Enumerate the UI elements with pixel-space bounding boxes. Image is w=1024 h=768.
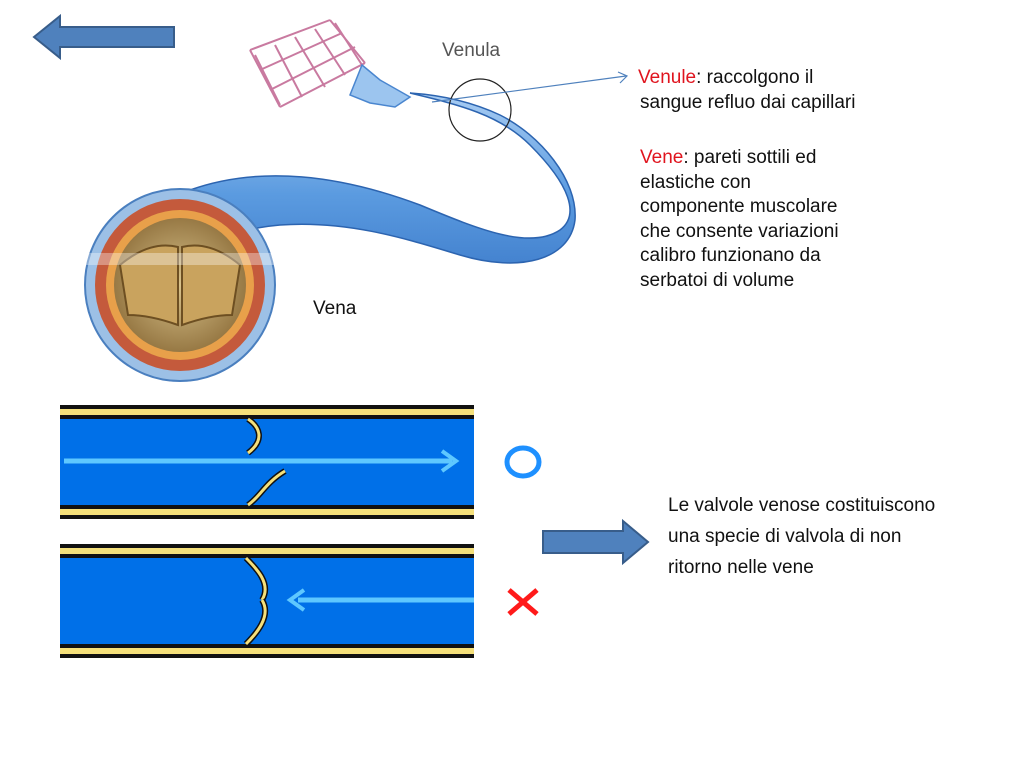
correct-mark-icon <box>504 445 542 479</box>
venule-fan <box>349 63 412 108</box>
vene-description: Vene: pareti sottili ed elastiche con co… <box>640 146 855 293</box>
valve-closed-diagram <box>60 544 474 658</box>
valve-description: Le valvole venose costituiscono una spec… <box>668 495 936 578</box>
venule-term: Venule <box>638 67 697 88</box>
vein-cross-section <box>84 188 276 382</box>
vene-text: : pareti sottili ed elastiche con compon… <box>640 147 839 291</box>
wrong-mark-icon <box>507 588 539 616</box>
next-arrow-icon[interactable] <box>540 518 652 566</box>
valve-open-diagram <box>60 405 474 519</box>
venule-description: Venule: raccolgono il sangue refluo dai … <box>638 66 880 115</box>
flow-arrow-right <box>440 449 460 473</box>
venule-text: : raccolgono il sangue refluo dai capill… <box>640 67 856 113</box>
vein-illustration <box>84 19 576 382</box>
vena-label: Vena <box>313 298 357 319</box>
flow-arrow-left <box>286 588 306 612</box>
venula-callout-circle <box>448 78 512 142</box>
venula-label: Venula <box>442 40 501 61</box>
callout-arrow <box>431 71 629 103</box>
back-arrow-icon[interactable] <box>32 14 178 60</box>
vene-term: Vene <box>640 147 684 168</box>
capillary-network <box>249 19 366 108</box>
